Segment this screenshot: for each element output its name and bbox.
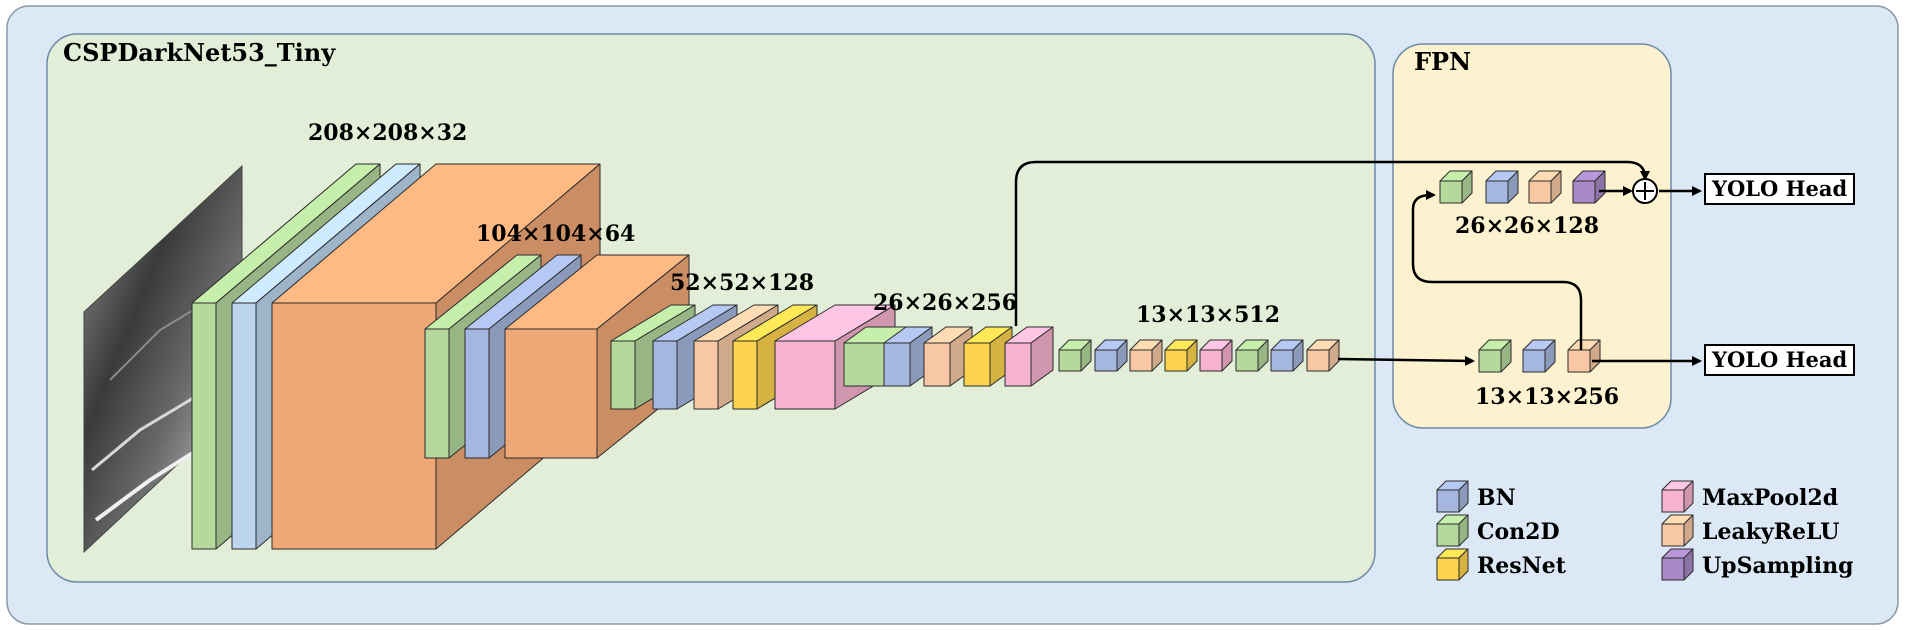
block-13-resnet-front: [1164, 349, 1188, 372]
block-13-bn-2: [1270, 339, 1304, 372]
block-52-leaky-front: [693, 340, 719, 410]
block-13-bn: [1094, 339, 1128, 372]
backbone-title: CSPDarkNet53_Tiny: [63, 38, 336, 67]
block-52-conv-front: [610, 340, 636, 410]
legend-conv-label: Con2D: [1477, 519, 1560, 545]
block-26-conv-front: [843, 342, 887, 387]
legend-leaky-icon: [1661, 514, 1694, 547]
legend-conv-icon: [1436, 514, 1469, 547]
block-13-leaky: [1129, 339, 1163, 372]
legend-maxpool-icon: [1661, 480, 1694, 513]
fpn-top-upsampling-front: [1572, 180, 1596, 204]
fpn-top-upsampling: [1572, 170, 1606, 204]
dim-52-label: 52×52×128: [670, 270, 815, 296]
block-52-bn-front: [652, 340, 678, 410]
legend-resnet-icon-front: [1436, 557, 1460, 581]
upsample-branch-line: [1411, 190, 1583, 350]
fpn-title: FPN: [1414, 47, 1472, 76]
fpn-top-conv: [1439, 170, 1473, 204]
fpn-bottom-conv: [1478, 339, 1512, 373]
fpn-bottom-dim-label: 13×13×256: [1475, 384, 1620, 410]
fpn-bottom-bn-front: [1522, 349, 1546, 373]
legend-conv-icon-front: [1436, 523, 1460, 547]
legend-maxpool-label: MaxPool2d: [1702, 485, 1839, 511]
fpn-top-conv-front: [1439, 180, 1463, 204]
legend-bn-label: BN: [1477, 485, 1516, 511]
legend-swatches: [1436, 480, 1694, 581]
block-208-bn-front: [231, 302, 257, 550]
block-13-conv-front: [1058, 349, 1082, 372]
fpn-panel: [1392, 43, 1672, 429]
block-26-maxpool-front: [1004, 342, 1032, 387]
block-13-bn-2-front: [1270, 349, 1294, 372]
fpn-top-leaky-front: [1528, 180, 1552, 204]
skip-connection-arrow: [1014, 160, 1650, 326]
legend-upsampling-icon: [1661, 548, 1694, 581]
add-operator-icon: [1632, 178, 1658, 204]
fpn-top-dim-label: 26×26×128: [1455, 213, 1600, 239]
block-208-leaky-front: [271, 302, 437, 550]
backbone-to-fpn-arrow: [1337, 355, 1475, 366]
fpn-bottom-leaky: [1567, 339, 1601, 373]
legend-resnet-label: ResNet: [1477, 553, 1566, 579]
block-13-maxpool: [1199, 339, 1233, 372]
fpn-bottom-bn: [1522, 339, 1556, 373]
legend-maxpool-icon-front: [1661, 489, 1685, 513]
connections: [1014, 160, 1702, 366]
block-13-leaky-front: [1129, 349, 1153, 372]
legend-bn-icon-front: [1436, 489, 1460, 513]
dim-26-label: 26×26×256: [873, 290, 1018, 316]
block-26-leaky-front: [923, 342, 951, 387]
dim-13-label: 13×13×512: [1136, 302, 1281, 328]
legend-leaky-label: LeakyReLU: [1702, 519, 1840, 545]
fpn-bottom-conv-front: [1478, 349, 1502, 373]
block-13-conv-2-front: [1235, 349, 1259, 372]
block-104-bn-front: [464, 328, 490, 459]
legend-resnet-icon: [1436, 548, 1469, 581]
yolo-head-bottom: YOLO Head: [1704, 344, 1856, 376]
block-26-maxpool: [1004, 326, 1054, 387]
block-208-conv-front: [191, 302, 217, 550]
block-13-conv-2: [1235, 339, 1269, 372]
block-13-bn-front: [1094, 349, 1118, 372]
block-13-conv: [1058, 339, 1092, 372]
block-52-resnet-front: [732, 340, 758, 410]
fpn-top-leaky: [1528, 170, 1562, 204]
block-13-maxpool-front: [1199, 349, 1223, 372]
block-13-leaky-2-front: [1306, 349, 1330, 372]
block-52-maxpool-front: [774, 340, 836, 410]
block-104-conv-front: [424, 328, 450, 459]
block-13-resnet: [1164, 339, 1198, 372]
fpn-top-bn: [1485, 170, 1519, 204]
legend-upsampling-icon-front: [1661, 557, 1685, 581]
legend-upsampling-label: UpSampling: [1702, 553, 1854, 579]
legend-leaky-icon-front: [1661, 523, 1685, 547]
legend-bn-icon: [1436, 480, 1469, 513]
feature-blocks: [191, 163, 1606, 550]
fpn-top-bn-front: [1485, 180, 1509, 204]
dim-208-label: 208×208×32: [308, 120, 468, 146]
block-26-resnet-front: [963, 342, 991, 387]
fpn-bottom-leaky-front: [1567, 349, 1591, 373]
block-26-bn-front: [883, 342, 911, 387]
block-13-leaky-2: [1306, 339, 1340, 372]
block-104-leaky-front: [504, 328, 598, 459]
yolo-head-top: YOLO Head: [1704, 173, 1856, 205]
dim-104-label: 104×104×64: [476, 221, 636, 247]
